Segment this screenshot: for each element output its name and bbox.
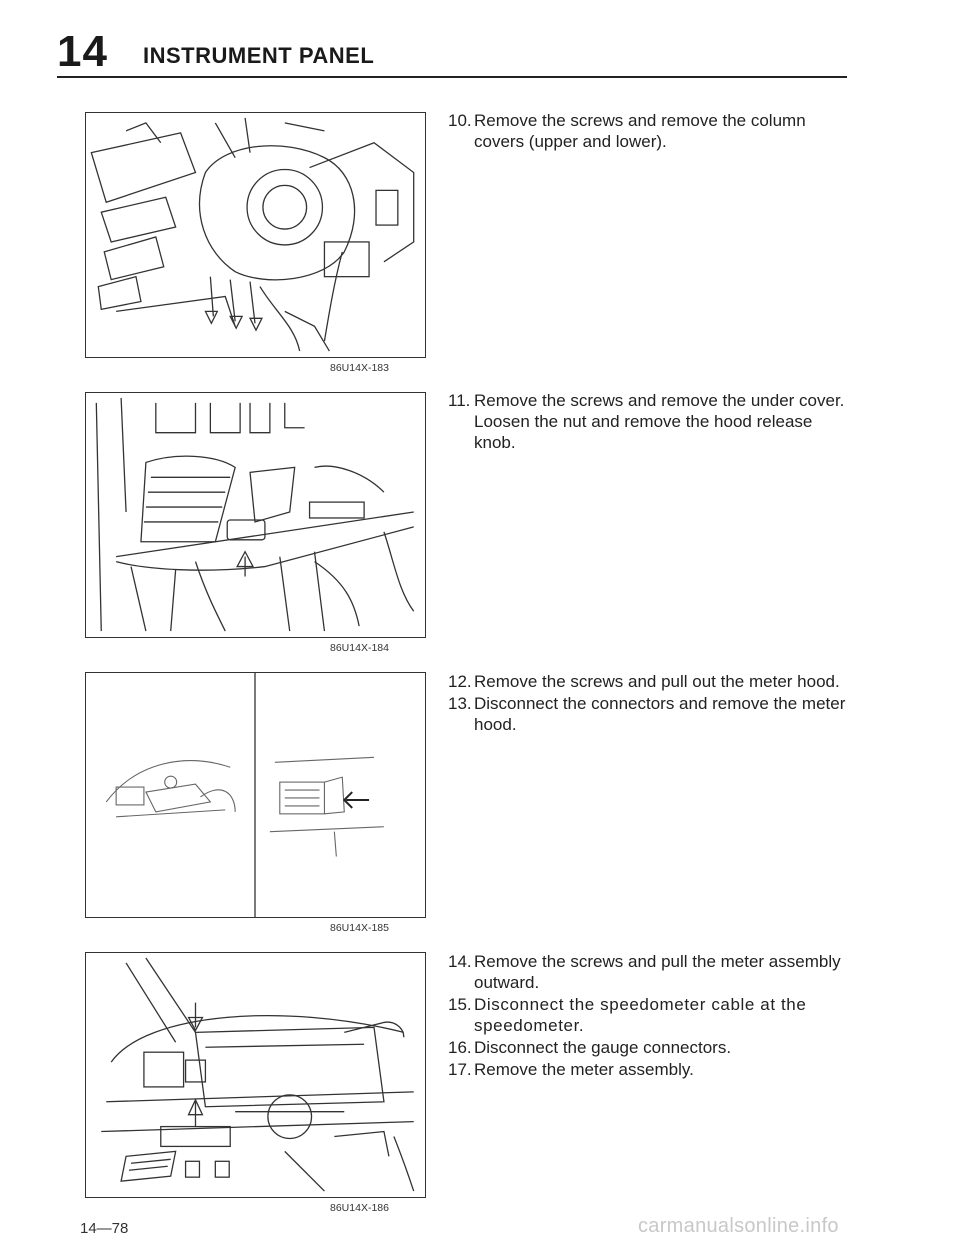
- watermark: carmanualsonline.info: [638, 1215, 839, 1237]
- step-number: 15.: [448, 995, 472, 1014]
- step-text: Disconnect the connectors and remove the…: [474, 694, 846, 734]
- step-text: Disconnect the gauge connectors.: [474, 1038, 732, 1057]
- step-item: 11. Remove the screws and remove the und…: [448, 390, 853, 453]
- step-number: 10.: [448, 111, 472, 130]
- step-item: 15. Disconnect the speedometer cable at …: [448, 994, 853, 1036]
- step-text: Remove the screws and remove the column …: [474, 111, 806, 151]
- step-item: 17. Remove the meter assembly.: [448, 1059, 853, 1080]
- step-number: 11.: [448, 391, 471, 410]
- step-item: 16. Disconnect the gauge connectors.: [448, 1037, 853, 1058]
- page-header: 14 INSTRUMENT PANEL: [57, 26, 847, 78]
- page-number: 14—78: [80, 1220, 129, 1237]
- header-rule: [57, 76, 847, 78]
- figure-column-covers: [85, 112, 426, 358]
- step-item: 14. Remove the screws and pull the meter…: [448, 951, 853, 993]
- step-number: 14.: [448, 952, 472, 971]
- step-text: Disconnect the speedometer cable at the …: [474, 995, 807, 1035]
- step-number: 12.: [448, 672, 472, 691]
- step-text: Remove the meter assembly.: [474, 1060, 694, 1079]
- step-item: 10. Remove the screws and remove the col…: [448, 110, 853, 152]
- step-group-2: 11. Remove the screws and remove the und…: [448, 390, 853, 454]
- figure-code: 86U14X-185: [330, 922, 389, 934]
- figure-code: 86U14X-183: [330, 362, 389, 374]
- column-cover-illustration: [90, 117, 415, 352]
- under-cover-illustration: [95, 397, 415, 632]
- step-group-4: 14. Remove the screws and pull the meter…: [448, 951, 853, 1081]
- chapter-number: 14: [57, 27, 108, 76]
- step-text: Remove the screws and remove the under c…: [474, 391, 845, 452]
- figure-code: 86U14X-186: [330, 1202, 389, 1214]
- figure-under-cover: [85, 392, 426, 638]
- step-item: 12. Remove the screws and pull out the m…: [448, 671, 853, 692]
- meter-hood-illustration: [105, 673, 384, 917]
- chapter-title: INSTRUMENT PANEL: [143, 43, 375, 68]
- step-text: Remove the screws and pull the meter ass…: [474, 952, 841, 992]
- step-number: 17.: [448, 1060, 472, 1079]
- step-group-1: 10. Remove the screws and remove the col…: [448, 110, 853, 153]
- figure-meter-hood: [85, 672, 426, 918]
- step-number: 16.: [448, 1038, 472, 1057]
- figure-meter-assembly: [85, 952, 426, 1198]
- meter-assembly-illustration: [101, 957, 415, 1192]
- step-item: 13. Disconnect the connectors and remove…: [448, 693, 853, 735]
- figure-code: 86U14X-184: [330, 642, 389, 654]
- step-text: Remove the screws and pull out the meter…: [474, 672, 840, 691]
- step-number: 13.: [448, 694, 472, 713]
- step-group-3: 12. Remove the screws and pull out the m…: [448, 671, 853, 736]
